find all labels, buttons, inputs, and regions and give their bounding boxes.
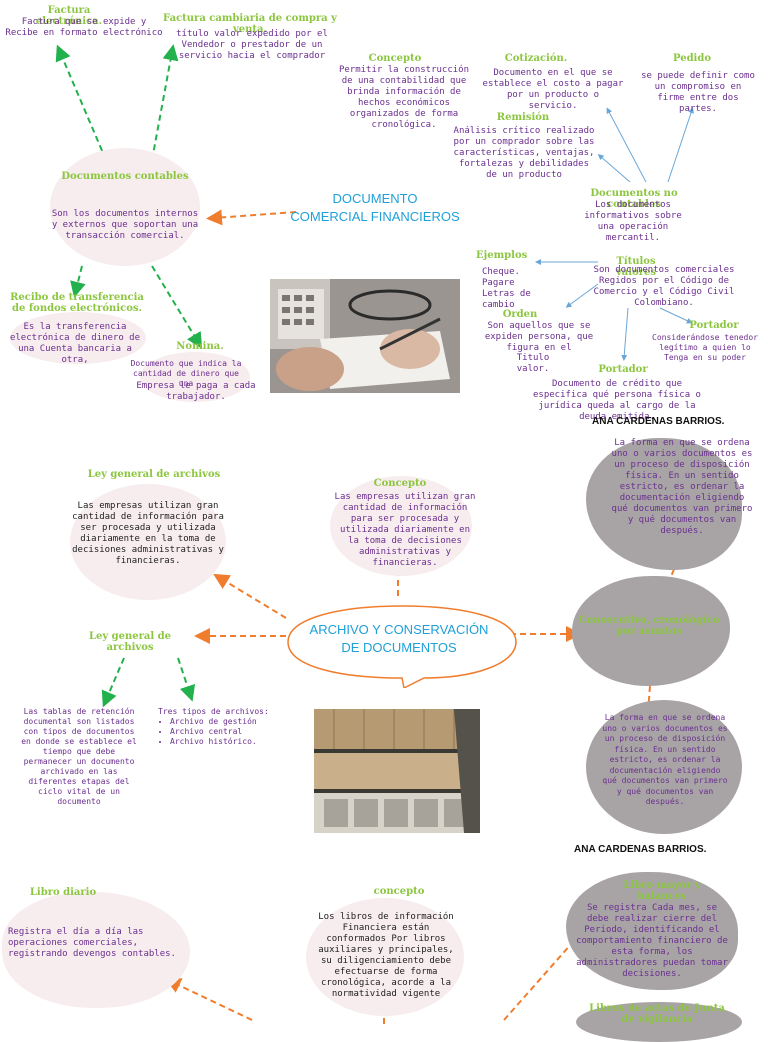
concepto2-text: Las empresas utilizan gran cantidad de i… bbox=[334, 492, 476, 568]
arrow-to-mayor bbox=[503, 928, 586, 1021]
tres-tipos-text: Tres tipos de archivos: bbox=[158, 707, 269, 716]
ejemplos-list: Cheque. Pagare Letras de cambio bbox=[482, 267, 562, 311]
libro-diario-blob bbox=[2, 892, 190, 1008]
recibo-text: Es la transferencia electrónica de diner… bbox=[9, 322, 141, 365]
libro-diario-title: Libro diario bbox=[29, 887, 97, 898]
doc-contables-text: Son los documentos internos y externos q… bbox=[51, 209, 199, 241]
check-signing-image bbox=[270, 279, 460, 393]
factura-title: Factura electrónica. bbox=[35, 5, 103, 27]
mayor-title: Libro mayor y balances bbox=[623, 880, 701, 902]
center-title-line1: DOCUMENTO bbox=[332, 191, 418, 206]
center-title-1: DOCUMENTO COMERCIAL FINANCIEROS bbox=[290, 190, 460, 226]
tablas-text: Las tablas de retención documental son l… bbox=[21, 707, 137, 806]
factura-text: Factura que se expide y Recibe en format… bbox=[5, 17, 163, 38]
check-signing-photo bbox=[270, 279, 460, 393]
ejemplo-item: Pagare bbox=[482, 278, 515, 288]
arrow-to-cambiaria bbox=[151, 44, 179, 161]
ejemplos-title: Ejemplos bbox=[476, 250, 528, 261]
pedido-title: Pedido bbox=[672, 53, 712, 64]
speech-bubble bbox=[287, 605, 517, 688]
cambiaria-text: título valor expedido por el Vendedor o … bbox=[176, 29, 328, 61]
concepto3-text: Los libros de información Financiera est… bbox=[318, 912, 454, 999]
tipo-archivo-item: Archivo histórico. bbox=[170, 737, 286, 747]
nomina-text2: Empresa le paga a cada trabajador. bbox=[136, 381, 256, 402]
tipo-archivo-item: Archivo de gestión bbox=[170, 717, 286, 727]
doc-contables-title: Documentos contables bbox=[61, 171, 189, 182]
archive-shelves-photo bbox=[314, 709, 480, 833]
orden-title: Orden bbox=[502, 309, 538, 320]
arrow-to-libro-diario bbox=[164, 978, 253, 1021]
remision-text: Análisis crítico realizado por un compra… bbox=[453, 126, 595, 180]
line-remision bbox=[597, 154, 631, 183]
cotizacion-title: Cotización. bbox=[504, 53, 568, 64]
ley1-text: Las empresas utilizan gran cantidad de i… bbox=[72, 501, 224, 566]
line-portador bbox=[659, 307, 693, 324]
center-title-line2: COMERCIAL FINANCIEROS bbox=[290, 209, 460, 224]
doc-contables-blob bbox=[50, 148, 200, 266]
arrow-to-recibo bbox=[70, 265, 86, 298]
author-name-1: ANA CARDENAS BARRIOS. bbox=[592, 416, 725, 427]
line-pedido bbox=[667, 107, 694, 183]
tres-tipos: Tres tipos de archivos: Archivo de gesti… bbox=[158, 707, 286, 747]
tipo-archivo-item: Archivo central bbox=[170, 727, 286, 737]
forma1-text: La forma en que se ordena uno o varios d… bbox=[611, 438, 753, 536]
concepto-text-1: Permitir la construcción de una contabil… bbox=[338, 65, 470, 130]
consecutivo-blob bbox=[572, 576, 730, 686]
concepto3-blob bbox=[306, 898, 464, 1016]
arrow-to-nomina bbox=[151, 265, 203, 349]
no-contables-text: Los documentos informativos sobre una op… bbox=[584, 200, 682, 243]
pedido-text: se puede definir como un compromiso en f… bbox=[641, 71, 755, 114]
libro-diario-text: Registra el día a día las operaciones co… bbox=[8, 927, 176, 959]
arrow-to-doc-contables bbox=[206, 209, 297, 226]
recibo-blob bbox=[10, 312, 146, 364]
cambiaria-title: Factura cambiaria de compra y venta. bbox=[163, 13, 337, 35]
cotizacion-text: Documento en el que se establece el cost… bbox=[482, 68, 624, 111]
arrow-to-factura bbox=[55, 44, 107, 161]
line-cotizacion bbox=[606, 107, 647, 183]
portador-title: Portador bbox=[689, 320, 739, 331]
arrow-to-tres-tipos bbox=[177, 657, 196, 702]
mayor-blob bbox=[566, 872, 738, 990]
nomina-title: Nomina. bbox=[176, 341, 224, 352]
concepto2-blob bbox=[330, 476, 472, 576]
forma2-blob bbox=[586, 700, 742, 834]
forma2-text: La forma en que se ordena uno o varios d… bbox=[602, 713, 728, 806]
portador-text: Considerándose tenedor legítimo a quien … bbox=[652, 333, 758, 362]
actas-title: Libros de actas de Junta de vigilancia bbox=[589, 1003, 725, 1025]
titulos-title: Títulos valores bbox=[615, 256, 657, 278]
portador2-text: Documento de crédito que especifica qué … bbox=[533, 379, 701, 422]
orden-text2: Titulo valor. bbox=[516, 353, 550, 374]
no-contables-title: Documentos no contables bbox=[590, 188, 678, 210]
ejemplo-item: Letras de cambio bbox=[482, 289, 531, 310]
line-portador2 bbox=[621, 307, 629, 361]
consecutivo-title: Consecutivo, cronológico por asuntos bbox=[578, 615, 720, 637]
orden-text1: Son aquellos que se expiden persona, que… bbox=[484, 321, 594, 353]
archive-shelves-image bbox=[314, 709, 480, 833]
nomina-blob bbox=[140, 352, 250, 402]
ley1-title: Ley general de archivos bbox=[87, 469, 221, 480]
ejemplo-item: Cheque. bbox=[482, 267, 520, 277]
nomina-text1: Documento que indica la cantidad de dine… bbox=[130, 359, 242, 388]
ley2-title: Ley general de archivos bbox=[88, 631, 172, 653]
forma1-blob bbox=[586, 438, 742, 570]
recibo-title: Recibo de transferencia de fondos electr… bbox=[10, 292, 144, 314]
arrow-to-ley1 bbox=[213, 573, 287, 619]
ley1-blob bbox=[70, 484, 226, 600]
arrow-to-tablas bbox=[101, 657, 125, 708]
concepto-title-1: Concepto bbox=[368, 53, 422, 64]
mayor-text: Se registra Cada mes, se debe realizar c… bbox=[576, 903, 728, 979]
line-orden bbox=[565, 283, 599, 308]
concepto2-title: Concepto bbox=[373, 478, 427, 489]
center-title-2: ARCHIVO Y CONSERVACIÓN DE DOCUMENTOS bbox=[309, 622, 489, 655]
portador2-title: Portador bbox=[598, 364, 648, 375]
remision-title: Remisión bbox=[496, 112, 550, 123]
author-name-2: ANA CARDENAS BARRIOS. bbox=[574, 844, 707, 855]
titulos-text: Son documentos comerciales Regidos por e… bbox=[593, 265, 735, 308]
concepto3-title: concepto bbox=[373, 886, 425, 897]
